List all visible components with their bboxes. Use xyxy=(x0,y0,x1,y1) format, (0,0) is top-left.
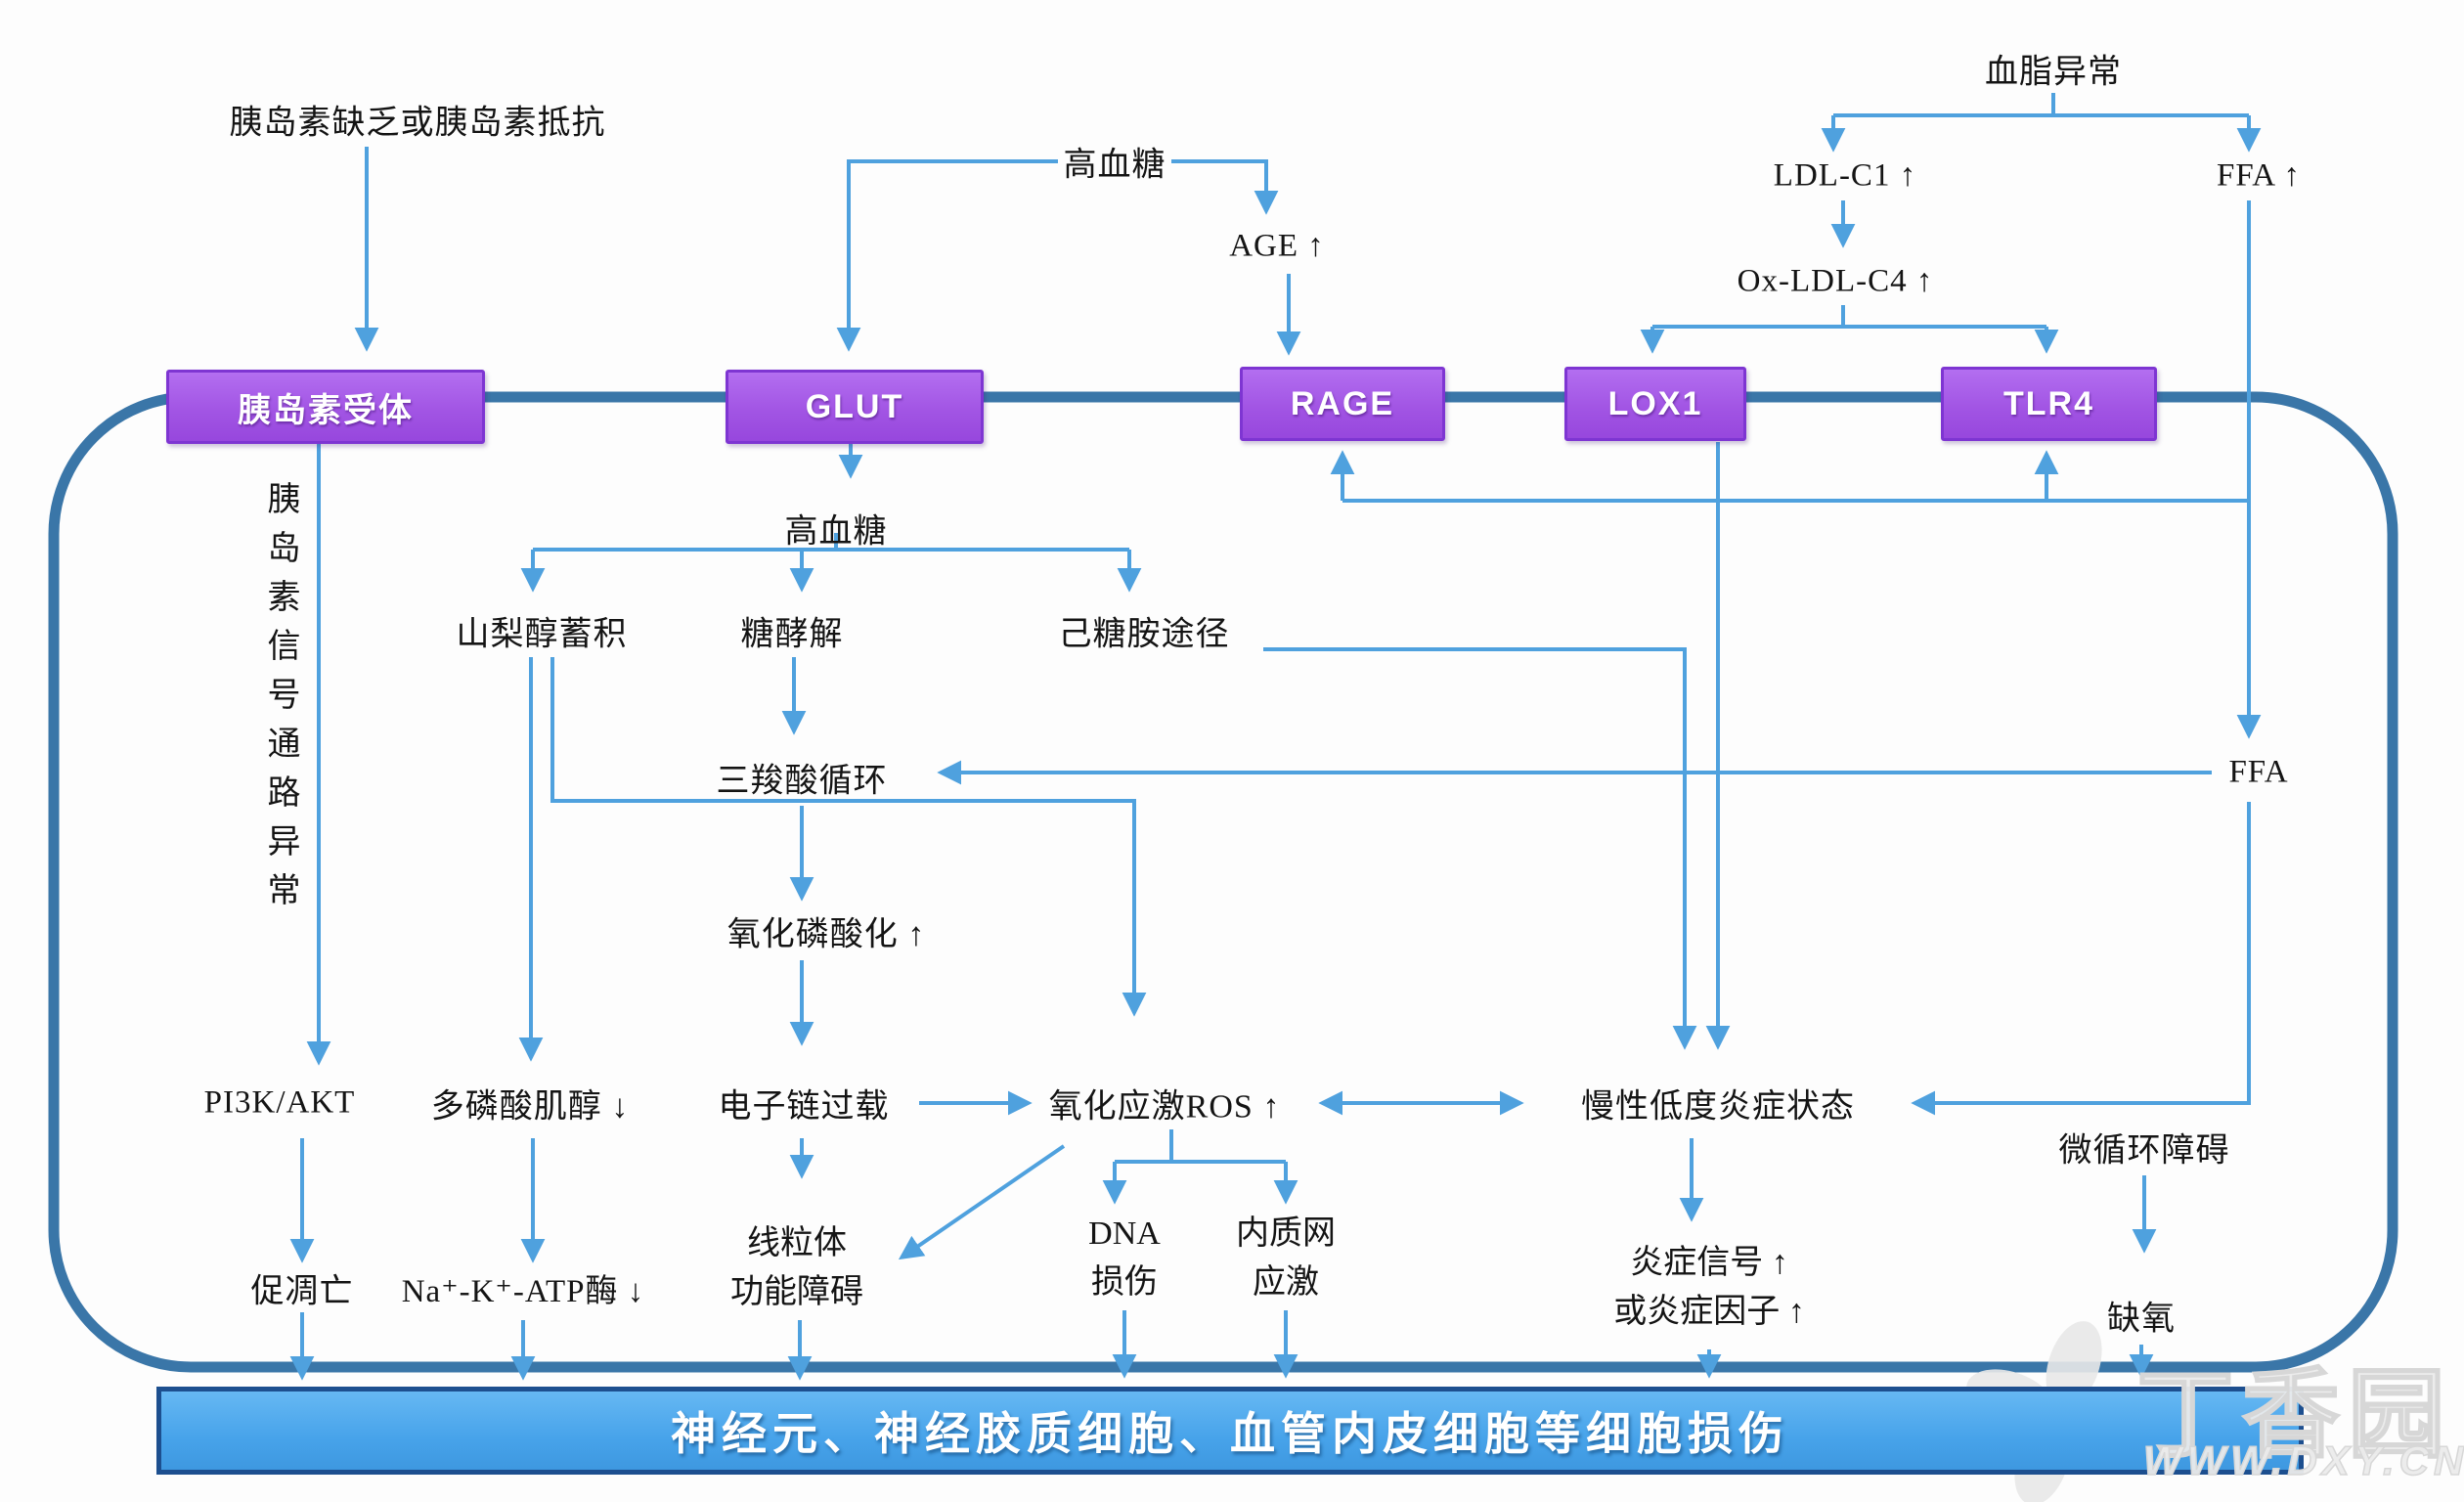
node-atpase: Na⁺-K⁺-ATP酶 ↓ xyxy=(401,1274,645,1309)
node-pi3k: PI3K/AKT xyxy=(203,1084,356,1121)
node-mitochondria-line2: 功能障碍 xyxy=(730,1274,863,1310)
cell-damage-result-label: 神经元、神经胶质细胞、血管内皮细胞等细胞损伤 xyxy=(671,1408,1789,1459)
node-ffa-inner: FFA xyxy=(2228,754,2289,790)
dxy-watermark-url: WWW.DXY.CN xyxy=(2142,1436,2464,1484)
node-er-line1: 内质网 xyxy=(1236,1215,1336,1252)
rage-label: RAGE xyxy=(1290,384,1395,422)
node-dna-damage: DNA 损伤 xyxy=(1088,1210,1161,1307)
node-hyperglycemia-inner: 高血糖 xyxy=(784,513,888,551)
node-polyphosphoinositide: 多磷酸肌醇 ↓ xyxy=(430,1088,630,1126)
node-inflammation-signals-line2: 或炎症因子 ↑ xyxy=(1613,1294,1805,1330)
insulin-receptor-label: 胰岛素受体 xyxy=(238,391,414,429)
rage-box: RAGE xyxy=(1240,367,1445,441)
node-microcirculation: 微循环障碍 xyxy=(2058,1132,2230,1170)
node-sorbitol: 山梨醇蓄积 xyxy=(456,616,628,653)
node-ffa-top: FFA ↑ xyxy=(2216,157,2302,194)
node-apoptosis: 促凋亡 xyxy=(250,1273,354,1310)
dxy-watermark-name: 丁香园 xyxy=(2135,1359,2453,1471)
node-oxphos: 氧化磷酸化 ↑ xyxy=(726,916,926,953)
node-er-stress: 内质网 应激 xyxy=(1236,1210,1336,1307)
tlr4-box: TLR4 xyxy=(1941,367,2157,441)
node-oxldl: Ox-LDL-C4 ↑ xyxy=(1737,263,1934,299)
node-hypoxia: 缺氧 xyxy=(2107,1301,2176,1338)
node-electron-chain: 电子链过载 xyxy=(718,1088,890,1126)
node-dna-line2: 损伤 xyxy=(1090,1264,1158,1301)
glut-box: GLUT xyxy=(726,370,984,444)
node-mitochondria-line1: 线粒体 xyxy=(747,1225,847,1261)
cell-membrane xyxy=(48,391,2398,1373)
lox1-box: LOX1 xyxy=(1564,367,1746,441)
pathway-arrows xyxy=(289,93,2262,1381)
node-er-line2: 应激 xyxy=(1253,1264,1319,1301)
node-inflammation-signals: 炎症信号 ↑ 或炎症因子 ↑ xyxy=(1613,1239,1805,1337)
node-hexosamine: 己糖胺途径 xyxy=(1058,616,1230,653)
lox1-label: LOX1 xyxy=(1607,384,1703,422)
node-insulin-cause: 胰岛素缺乏或胰岛素抵抗 xyxy=(229,105,606,142)
node-tca: 三羧酸循环 xyxy=(716,763,888,800)
insulin-receptor-box: 胰岛素受体 xyxy=(166,370,485,444)
node-glycolysis: 糖酵解 xyxy=(740,616,844,653)
node-insulin-pathway-vertical: 胰岛素信号通路异常 xyxy=(262,481,298,921)
node-inflammation: 慢性低度炎症状态 xyxy=(1581,1088,1855,1126)
node-dna-line1: DNA xyxy=(1088,1215,1161,1252)
tlr4-label: TLR4 xyxy=(2003,384,2094,422)
node-inflammation-signals-line1: 炎症信号 ↑ xyxy=(1630,1245,1788,1281)
node-hyperglycemia-top: 高血糖 xyxy=(1063,147,1166,184)
node-mitochondria: 线粒体 功能障碍 xyxy=(730,1219,863,1317)
node-ldl: LDL-C1 ↑ xyxy=(1773,157,1917,194)
node-ros: 氧化应激ROS ↑ xyxy=(1048,1088,1281,1126)
node-dyslipidemia: 血脂异常 xyxy=(1985,54,2122,91)
node-age: AGE ↑ xyxy=(1229,228,1325,264)
cell-damage-result-bar: 神经元、神经胶质细胞、血管内皮细胞等细胞损伤 xyxy=(156,1387,2304,1475)
glut-label: GLUT xyxy=(805,387,904,425)
